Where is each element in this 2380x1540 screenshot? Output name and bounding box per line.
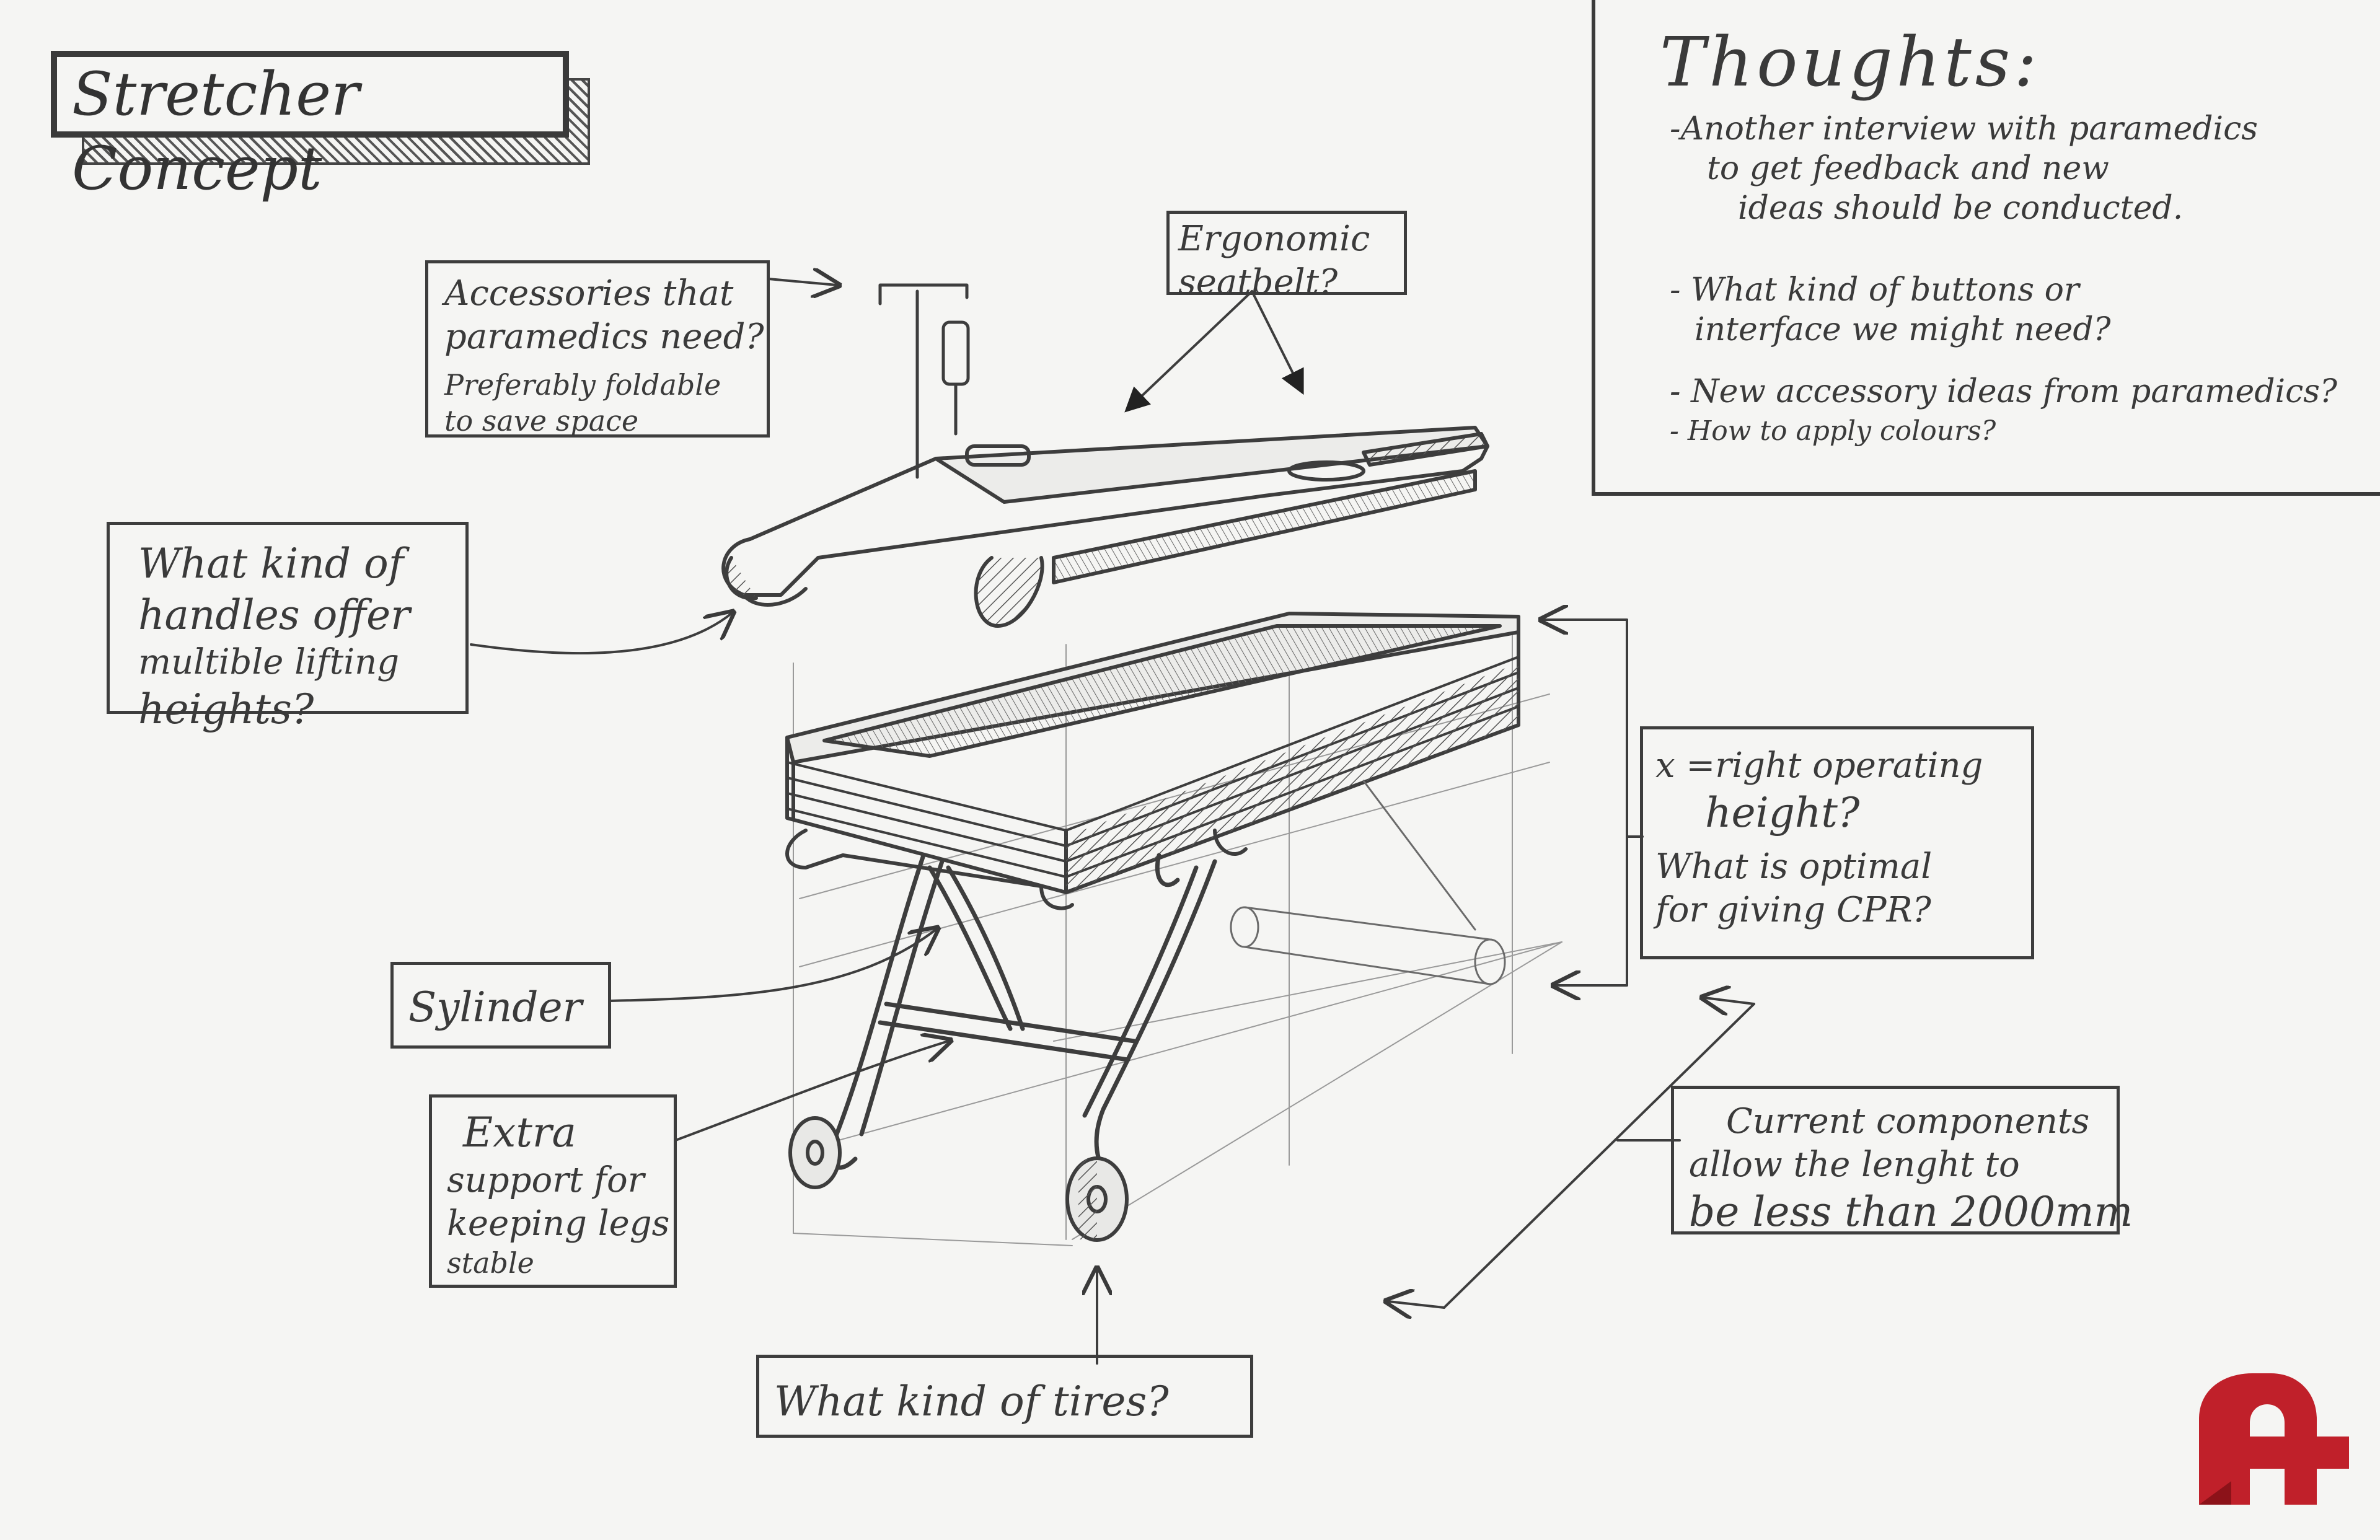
page-title: Stretcher Concept (51, 51, 569, 203)
thought-item: - New accessory ideas from paramedics? (1670, 373, 2337, 410)
note-accessories: Accessories that paramedics need? Prefer… (425, 260, 770, 438)
note-seatbelt: Ergonomic seatbelt? (1166, 211, 1407, 302)
thoughts-heading: Thoughts: (1660, 22, 2041, 102)
note-tires: What kind of tires? (756, 1355, 1253, 1438)
thought-item: -Another interview with paramedics to ge… (1670, 110, 2258, 227)
note-handles: What kind of handles offer multible lift… (107, 522, 469, 733)
thought-item: - What kind of buttons or interface we m… (1670, 271, 2111, 348)
note-operating-height: x =right operating height? What is optim… (1640, 726, 2034, 959)
note-sylinder: Sylinder (390, 962, 611, 1049)
brand-logo-icon (2199, 1373, 2349, 1505)
thoughts-panel: Thoughts: -Another interview with parame… (1592, 0, 2380, 496)
note-extra-support: Extra support for keeping legs stable (429, 1094, 677, 1288)
thought-item: - How to apply colours? (1670, 415, 1996, 447)
note-length: Current components allow the lenght to b… (1671, 1086, 2133, 1236)
